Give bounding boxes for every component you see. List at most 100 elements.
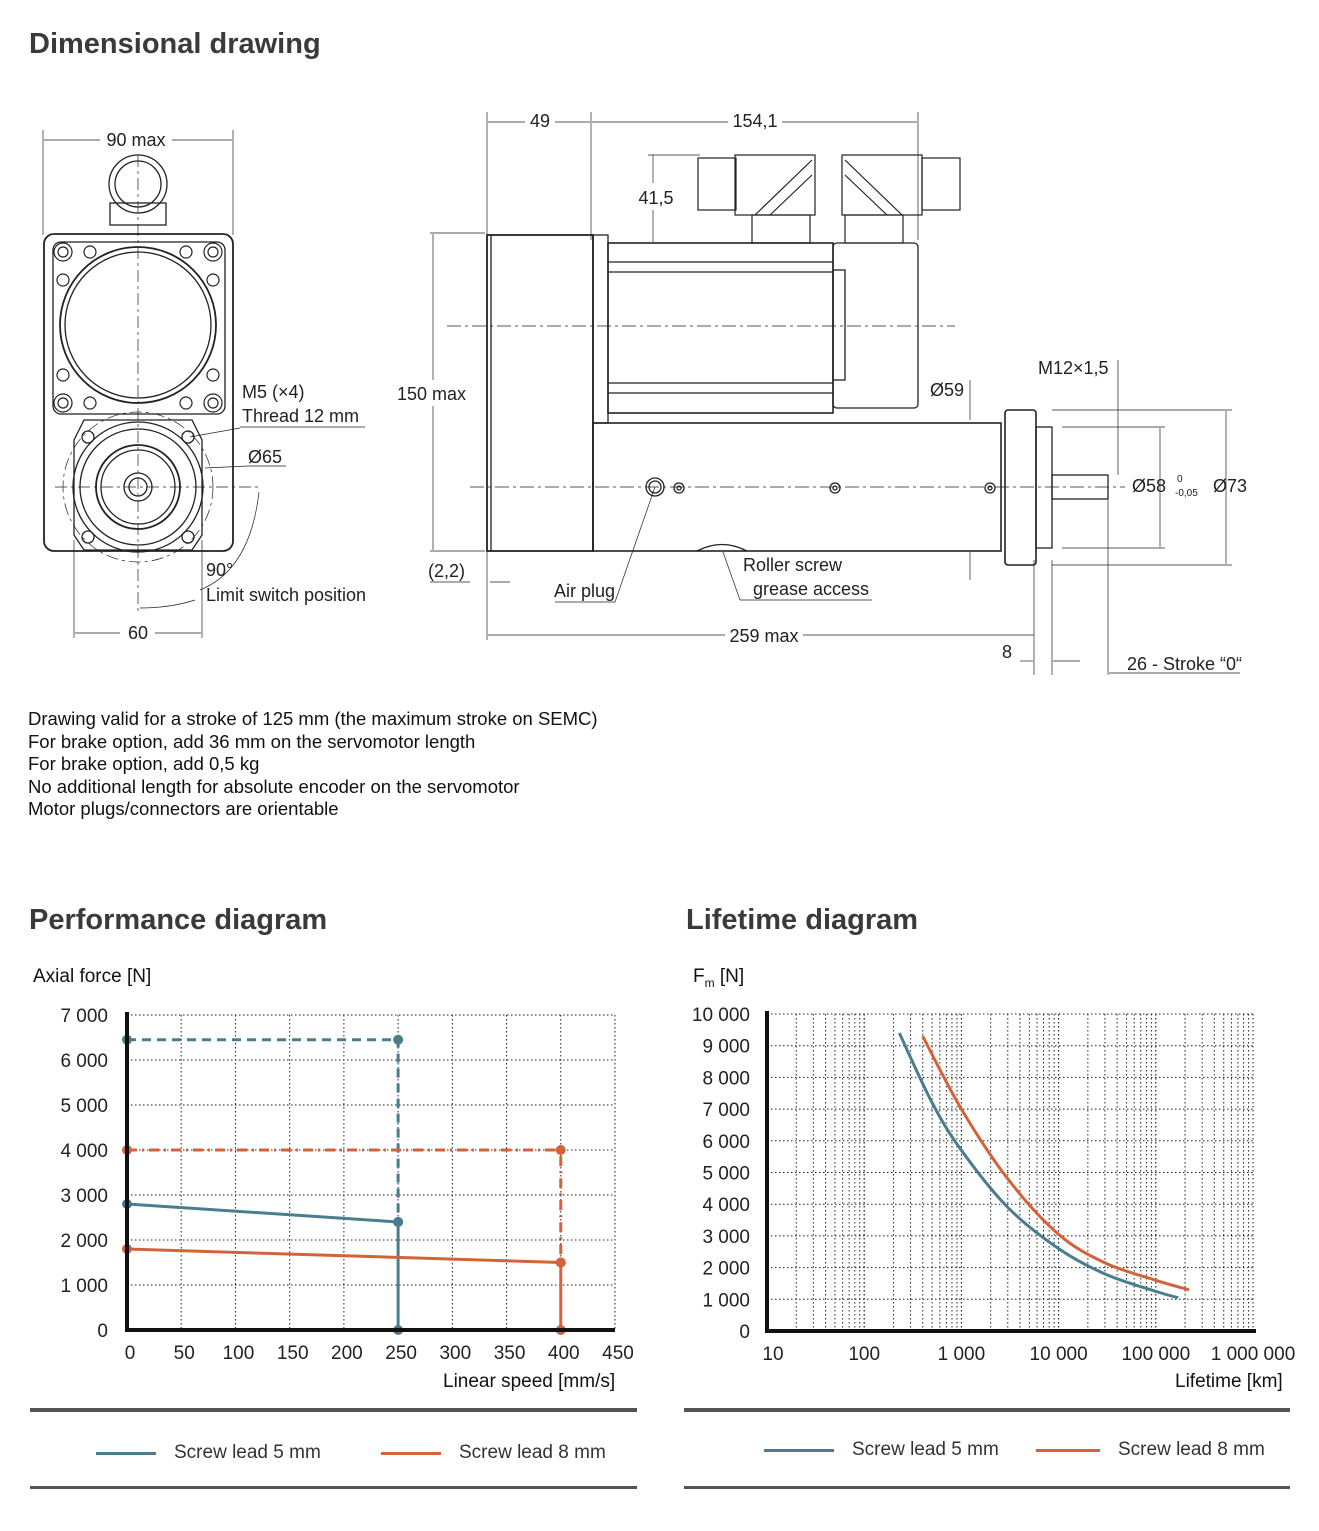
dim-thread: M12×1,5 [1038,358,1109,378]
performance-legend-lead8: Screw lead 8 mm [381,1442,606,1464]
legend-swatch [764,1448,834,1452]
dimensional-drawing-title: Dimensional drawing [29,28,321,60]
angle-label: 90° [206,560,233,580]
data-point [555,1145,566,1155]
y-tick-label: 6 000 [60,1051,108,1072]
fm-symbol: F [693,966,705,987]
x-tick-label: 400 [548,1343,580,1364]
dim-d58: Ø58 [1132,476,1166,496]
y-tick-label: 9 000 [702,1037,750,1058]
y-tick-label: 4 000 [702,1195,750,1216]
dim-height: 150 max [397,384,466,404]
thread-depth-label: Thread 12 mm [242,406,359,426]
y-tick-label: 3 000 [702,1227,750,1248]
front-view: 90 max M5 (×4) Thread 12 mm Ø65 [42,130,366,643]
lifetime-curve [921,1035,1190,1292]
x-tick-label: 100 [223,1343,255,1364]
y-tick-label: 7 000 [60,1006,108,1027]
x-tick-label: 50 [174,1343,195,1364]
front-diameter-label: Ø65 [248,447,282,467]
x-tick-label: 150 [277,1343,309,1364]
x-tick-label: 200 [331,1343,363,1364]
x-tick-label: 300 [439,1343,471,1364]
x-tick-label: 10 [762,1344,783,1365]
dim-offset: (2,2) [428,561,465,581]
thread-count-label: M5 (×4) [242,382,305,402]
note: For brake option, add 36 mm on the servo… [28,730,476,752]
y-tick-label: 10 000 [692,1005,750,1026]
legend-swatch [1036,1448,1100,1452]
y-tick-label: 5 000 [60,1096,108,1117]
air-plug-label: Air plug [554,581,615,601]
legend-label: Screw lead 8 mm [1118,1439,1265,1460]
dim-length: 259 max [729,626,798,646]
y-tick-label: 4 000 [60,1141,108,1162]
dim-d73: Ø73 [1213,476,1247,496]
dim-stroke: 26 - Stroke “0“ [1127,654,1242,674]
y-tick-label: 1 000 [60,1276,108,1297]
divider [684,1408,1290,1412]
roller-screw-label: Roller screw [743,555,843,575]
x-tick-label: 10 000 [1030,1344,1088,1365]
x-tick-label: 250 [385,1343,417,1364]
dim-d58-tol-lower: -0,05 [1175,488,1198,499]
note: For brake option, add 0,5 kg [28,753,260,775]
dim-154: 154,1 [732,111,777,131]
y-tick-label: 3 000 [60,1186,108,1207]
legend-swatch [96,1451,156,1455]
note: No additional length for absolute encode… [28,775,520,797]
y-tick-label: 6 000 [702,1132,750,1153]
lifetime-diagram-title: Lifetime diagram [686,904,919,936]
performance-diagram-title: Performance diagram [29,904,328,936]
x-tick-label: 450 [602,1343,634,1364]
y-tick-label: 0 [739,1322,750,1343]
y-tick-label: 0 [97,1321,108,1342]
front-width-label: 90 max [106,130,165,150]
y-tick-label: 7 000 [702,1100,750,1121]
dimensional-drawing: 90 max M5 (×4) Thread 12 mm Ø65 [42,111,1247,675]
performance-y-axis-label: Axial force [N] [33,966,152,987]
x-tick-label: 100 [848,1344,880,1365]
x-tick-label: 1 000 [938,1344,986,1365]
divider [30,1408,637,1412]
fm-subscript: m [704,975,715,990]
legend-label: Screw lead 5 mm [174,1442,321,1463]
divider [684,1486,1290,1489]
lifetime-legend-lead8: Screw lead 8 mm [1036,1439,1265,1461]
dim-d58-tol-upper: 0 [1177,474,1183,485]
legend-swatch [381,1451,441,1455]
front-bottom-width-label: 60 [128,623,148,643]
data-point [393,1217,404,1227]
x-tick-label: 350 [494,1343,526,1364]
drawing-notes: Drawing valid for a stroke of 125 mm (th… [28,708,598,821]
y-tick-label: 5 000 [702,1164,750,1185]
x-tick-label: 100 000 [1121,1344,1190,1365]
divider [30,1486,637,1489]
performance-legend-lead5: Screw lead 5 mm [96,1442,321,1464]
grease-access-label: grease access [753,579,869,599]
y-tick-label: 8 000 [702,1068,750,1089]
y-tick-label: 2 000 [60,1231,108,1252]
dim-d59: Ø59 [930,380,964,400]
data-point [555,1257,566,1268]
x-tick-label: 0 [125,1343,136,1364]
note: Motor plugs/connectors are orientable [28,798,339,820]
y-tick-label: 1 000 [702,1290,750,1311]
legend-label: Screw lead 8 mm [459,1442,606,1463]
fm-unit: [N] [714,966,745,987]
lifetime-legend-lead5: Screw lead 5 mm [764,1439,999,1461]
dim-49: 49 [530,111,550,131]
data-point [393,1034,404,1045]
limit-switch-label: Limit switch position [206,585,366,605]
x-tick-label: 1 000 000 [1211,1344,1296,1365]
y-tick-label: 2 000 [702,1259,750,1280]
note: Drawing valid for a stroke of 125 mm (th… [28,708,598,729]
performance-x-axis-label: Linear speed [mm/s] [443,1371,616,1392]
dim-41: 41,5 [638,188,673,208]
lifetime-y-axis-label: Fm [N] [693,966,744,990]
legend-label: Screw lead 5 mm [852,1439,999,1460]
side-view: 49 154,1 41,5 150 max (2,2) Ø59 M12×1,5 … [397,111,1247,675]
lifetime-x-axis-label: Lifetime [km] [1175,1371,1283,1392]
